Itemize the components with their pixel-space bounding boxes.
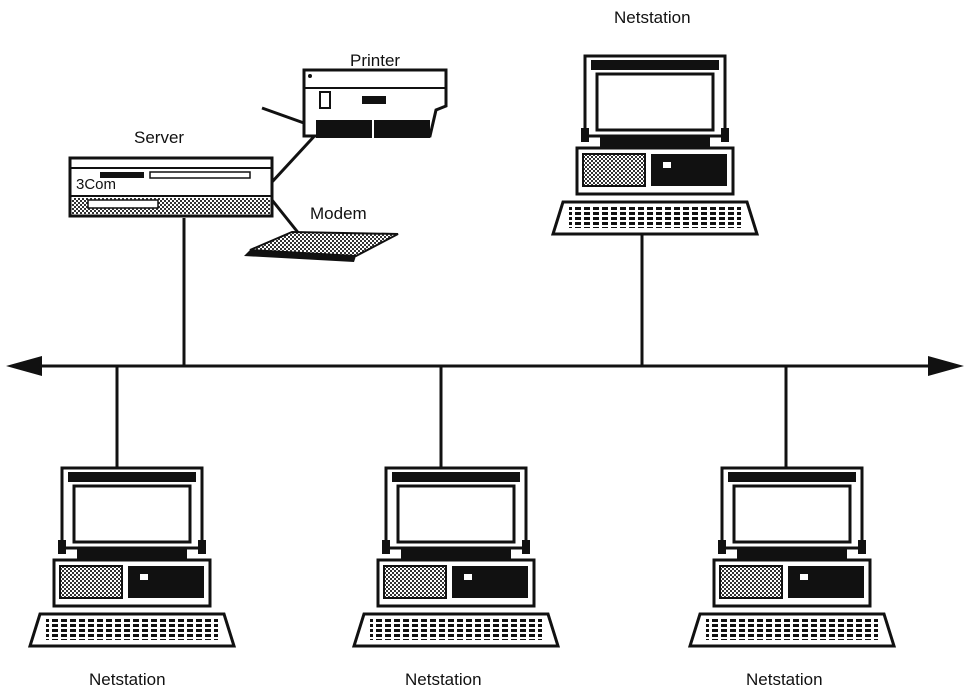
bus-arrow-right bbox=[928, 356, 964, 376]
printer-icon bbox=[302, 68, 448, 138]
netstation-2-icon bbox=[352, 466, 560, 648]
netstation-1-icon bbox=[28, 466, 236, 648]
server-brand-label: 3Com bbox=[76, 176, 117, 193]
modem-label: Modem bbox=[310, 204, 367, 223]
netstation-top-icon bbox=[551, 54, 759, 236]
bus-arrow-left bbox=[6, 356, 42, 376]
link-server-modem bbox=[270, 199, 302, 236]
link-server-printer bbox=[270, 128, 322, 184]
netstation-2-label: Netstation bbox=[405, 670, 482, 689]
server-icon bbox=[68, 156, 274, 218]
netstation-3-label: Netstation bbox=[746, 670, 823, 689]
printer-label: Printer bbox=[350, 51, 401, 70]
netstation-1-label: Netstation bbox=[89, 670, 166, 689]
server-label: Server bbox=[134, 128, 185, 147]
netstation-top-label: Netstation bbox=[614, 8, 691, 27]
netstation-3-icon bbox=[688, 466, 896, 648]
modem-icon bbox=[244, 230, 399, 262]
